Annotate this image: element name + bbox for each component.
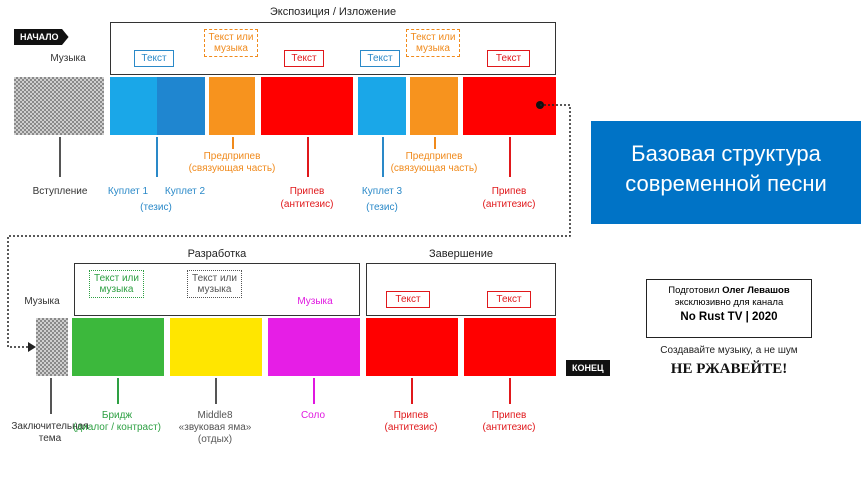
credit-channel: No Rust TV | 2020 [680,310,778,323]
label-text-or-music-bridge: Текст или музыка [89,270,144,298]
caption-middle8-b: «звуковая яма» [178,422,252,433]
caption-prechorus1-b: (связующая часть) [188,163,276,174]
label-music-solo: Музыка [297,296,333,307]
label-text-verse1: Текст [134,50,174,67]
caption-solo: Соло [300,410,326,421]
caption-middle8-c: (отдых) [197,434,233,445]
caption-chorus1-b: (антитезис) [280,199,334,210]
connector-middle8 [215,378,217,404]
label-text-or-music-pre1: Текст или музыка [204,29,258,57]
connector-chorus4 [509,378,511,404]
connector-pre1 [232,137,234,149]
development-frame [74,263,360,316]
exposition-title: Экспозиция / Изложение [269,6,397,18]
chorus1-block [261,77,353,135]
caption-verse1: Куплет 1 [107,186,149,197]
connector-chorus1 [307,137,309,177]
credit-author: Олег Левашов [722,285,790,296]
credit-box: Подготовил Олег Левашов эксклюзивно для … [646,279,812,338]
label-text-or-music-pre2: Текст или музыка [406,29,460,57]
chorus4-block [464,318,556,376]
chorus3-block [366,318,458,376]
caption-prechorus1-a: Предприпев [203,151,261,162]
connector-pre2 [434,137,436,149]
exposition-frame [110,22,556,75]
label-text-chorus4: Текст [487,291,531,308]
caption-chorus3-a: Припев [393,410,429,421]
caption-intro: Вступление [32,186,88,197]
solo-block [268,318,360,376]
caption-bridge-a: Бридж [101,410,133,421]
caption-chorus4-a: Припев [491,410,527,421]
caption-middle8-a: Middle8 [197,410,233,421]
caption-outro-b: тема [38,433,62,444]
slogan-line2: НЕ РЖАВЕЙТЕ! [670,361,788,377]
end-tag: КОНЕЦ [566,360,610,376]
start-tag: НАЧАЛО [14,29,69,45]
caption-thesis3: (тезис) [366,202,398,213]
verse3-block [358,77,406,135]
prechorus1-block [209,77,255,135]
music-label-bottom: Музыка [24,296,60,307]
music-label-top: Музыка [50,53,86,64]
connector-solo [313,378,315,404]
caption-verse3: Куплет 3 [361,186,403,197]
caption-thesis1: (тезис) [140,202,172,213]
title-line2: современной песни [625,170,827,196]
label-text-or-music-middle8: Текст или музыка [187,270,242,298]
connector-outro [50,378,52,414]
connector-verse3 [382,137,384,177]
credit-line2: эксклюзивно для канала [674,297,784,309]
slogan-line1: Создавайте музыку, а не шум [660,345,798,356]
bridge-block [72,318,164,376]
caption-chorus1-a: Припев [289,186,325,197]
caption-chorus2-a: Припев [491,186,527,197]
label-text-chorus3: Текст [386,291,430,308]
outro-music-block [36,318,68,376]
prechorus2-block [410,77,458,135]
verse1-block [110,77,157,135]
caption-chorus3-b: (антитезис) [384,422,438,433]
intro-music-block [14,77,104,135]
label-text-chorus2: Текст [487,50,530,67]
development-title: Разработка [187,248,247,260]
middle8-block [170,318,262,376]
connector-bridge [117,378,119,404]
caption-bridge-b: (диалог / контраст) [73,422,161,433]
connector-chorus3 [411,378,413,404]
caption-prechorus2-a: Предприпев [405,151,463,162]
caption-chorus4-b: (антитезис) [482,422,536,433]
ending-frame [366,263,556,316]
title-line1: Базовая структура [631,141,821,166]
caption-prechorus2-b: (связующая часть) [390,163,478,174]
caption-verse2: Куплет 2 [164,186,206,197]
label-text-chorus1: Текст [284,50,324,67]
connector-intro [59,137,61,177]
verse2-block [157,77,205,135]
caption-chorus2-b: (антитезис) [482,199,536,210]
caption-outro-a: Заключительная [11,421,89,432]
label-text-verse3: Текст [360,50,400,67]
connector-chorus2 [509,137,511,177]
ending-title: Завершение [429,248,493,260]
connector-verse [156,137,158,177]
credit-prefix: Подготовил [668,285,723,296]
title-box: Базовая структура современной песни [591,121,861,224]
